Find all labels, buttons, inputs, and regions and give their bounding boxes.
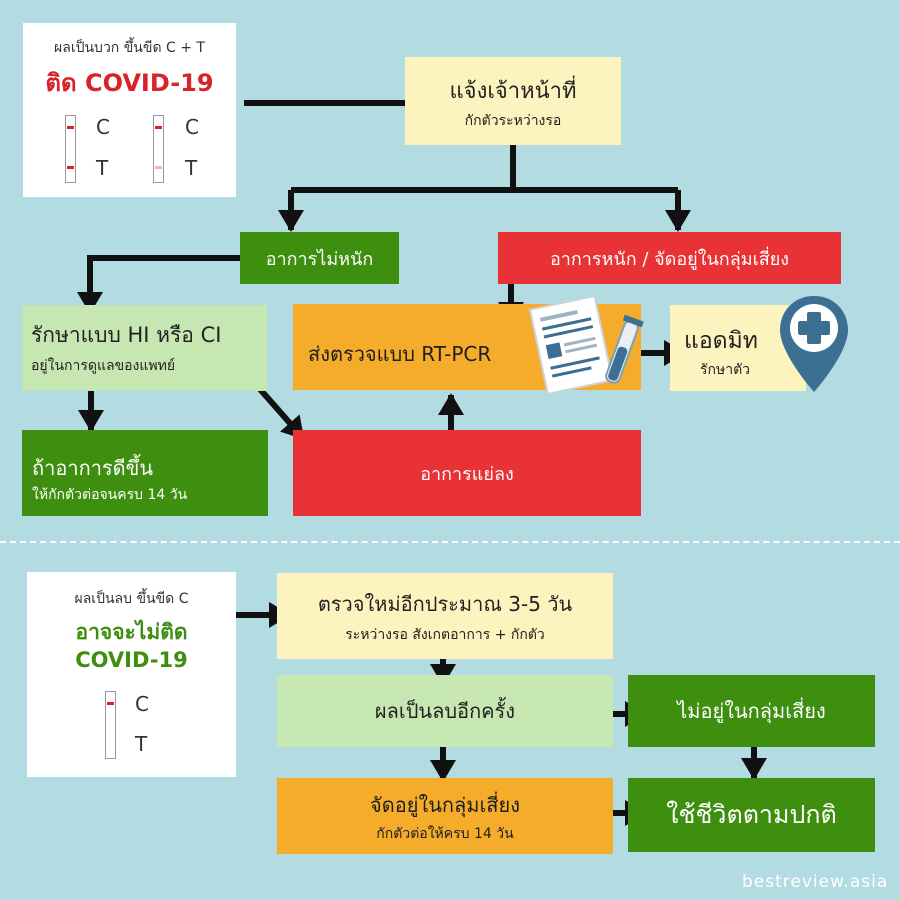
strip-t-label: T xyxy=(96,156,109,180)
strip-t-label: T xyxy=(135,732,148,756)
control-line xyxy=(155,126,162,129)
test-strip-strong xyxy=(65,115,76,183)
section-divider xyxy=(0,541,900,543)
normal-life-label: ใช้ชีวิตตามปกติ xyxy=(666,800,837,829)
strip-t-label: T xyxy=(185,156,198,180)
severe-symptoms-box: อาการหนัก / จัดอยู่ในกลุ่มเสี่ยง xyxy=(498,232,841,284)
strip-c-label: C xyxy=(185,115,199,139)
home-care-box: รักษาแบบ HI หรือ CI อยู่ในการดูแลของแพทย… xyxy=(22,305,267,391)
rtpcr-label: ส่งตรวจแบบ RT-PCR xyxy=(308,342,492,366)
negative-result-card: ผลเป็นลบ ขึ้นขีด C อาจจะไม่ติด COVID-19 … xyxy=(27,572,236,777)
control-line xyxy=(67,126,74,129)
test-strip-faint xyxy=(153,115,164,183)
severe-label: อาการหนัก / จัดอยู่ในกลุ่มเสี่ยง xyxy=(549,248,790,270)
strip-c-label: C xyxy=(96,115,110,139)
negative-result-line1: อาจจะไม่ติด xyxy=(75,620,188,644)
retest-sub: ระหว่างรอ สังเกตอาการ + กักตัว xyxy=(345,627,545,643)
arrow-mild-to-homecare xyxy=(77,255,240,314)
notify-title: แจ้งเจ้าหน้าที่ xyxy=(449,78,577,104)
positive-result-text: ติด COVID-19 xyxy=(45,69,214,97)
negative-result-line2: COVID-19 xyxy=(75,648,188,672)
notify-staff-box: แจ้งเจ้าหน้าที่ กักตัวระหว่างรอ xyxy=(405,57,621,145)
not-at-risk-box: ไม่อยู่ในกลุ่มเสี่ยง xyxy=(628,675,875,747)
worsened-label: อาการแย่ลง xyxy=(420,463,514,485)
negative-title: ผลเป็นลบ ขึ้นขีด C xyxy=(74,591,189,607)
at-risk-sub: กักตัวต่อให้ครบ 14 วัน xyxy=(376,826,514,842)
positive-result-card: ผลเป็นบวก ขึ้นขีด C + T ติด COVID-19 C T… xyxy=(23,23,236,197)
at-risk-title: จัดอยู่ในกลุ่มเสี่ยง xyxy=(370,793,520,817)
home-care-sub: อยู่ในการดูแลของแพทย์ xyxy=(31,358,176,374)
admit-sub: รักษาตัว xyxy=(700,362,751,378)
at-risk-box: จัดอยู่ในกลุ่มเสี่ยง กักตัวต่อให้ครบ 14 … xyxy=(277,778,613,854)
mild-label: อาการไม่หนัก xyxy=(265,248,374,270)
worsened-box: อาการแย่ลง xyxy=(293,430,641,516)
negative-again-label: ผลเป็นลบอีกครั้ง xyxy=(374,699,516,723)
positive-title: ผลเป็นบวก ขึ้นขีด C + T xyxy=(54,40,205,56)
mild-symptoms-box: อาการไม่หนัก xyxy=(240,232,399,284)
control-line xyxy=(107,702,114,705)
retest-title: ตรวจใหม่อีกประมาณ 3-5 วัน xyxy=(317,592,573,616)
improved-box: ถ้าอาการดีขึ้น ให้กักตัวต่อจนครบ 14 วัน xyxy=(22,430,268,516)
test-strip-negative xyxy=(105,691,116,759)
negative-again-box: ผลเป็นลบอีกครั้ง xyxy=(277,675,613,747)
lab-report-icon xyxy=(528,294,644,396)
retest-box: ตรวจใหม่อีกประมาณ 3-5 วัน ระหว่างรอ สังเ… xyxy=(277,573,613,659)
admit-title: แอดมิท xyxy=(684,328,758,354)
normal-life-box: ใช้ชีวิตตามปกติ xyxy=(628,778,875,852)
test-line xyxy=(67,166,74,169)
strip-c-label: C xyxy=(135,692,149,716)
hospital-pin-icon xyxy=(780,296,848,392)
home-care-title: รักษาแบบ HI หรือ CI xyxy=(31,323,222,347)
tree-connector xyxy=(291,145,678,193)
faint-test-line xyxy=(155,166,162,169)
not-at-risk-label: ไม่อยู่ในกลุ่มเสี่ยง xyxy=(677,699,826,723)
improved-sub: ให้กักตัวต่อจนครบ 14 วัน xyxy=(32,487,188,503)
watermark: bestreview.asia xyxy=(742,872,889,892)
notify-sub: กักตัวระหว่างรอ xyxy=(464,112,562,129)
improved-title: ถ้าอาการดีขึ้น xyxy=(32,456,153,480)
